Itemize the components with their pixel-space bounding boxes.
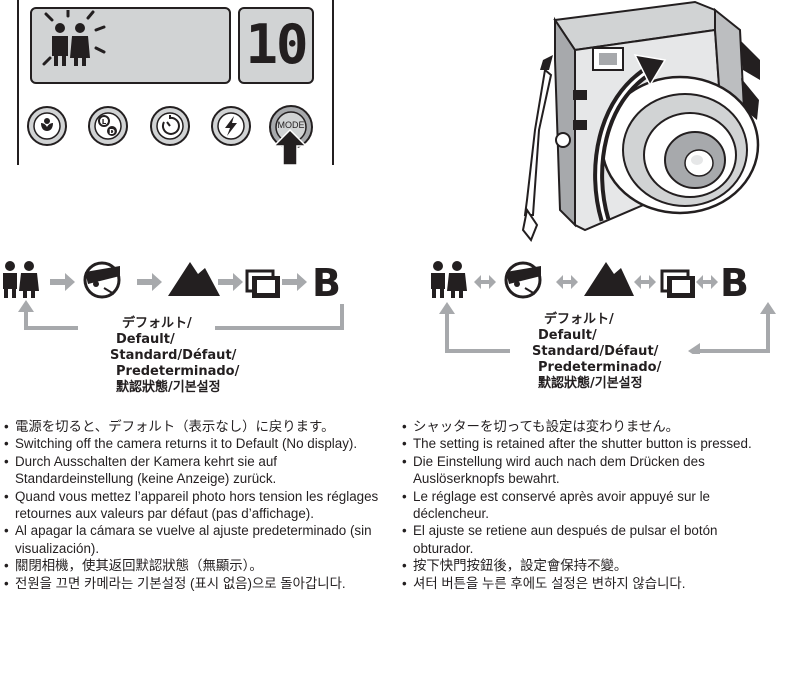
caption-line: 默認狀態/기본설정: [116, 380, 221, 395]
note-item-ja: 電源を切ると、デフォルト（表示なし）に戻ります。: [4, 418, 386, 436]
mode-sequence-right: B: [428, 258, 786, 354]
caption-line: デフォルト/: [544, 312, 614, 327]
note-item-en: The setting is retained after the shutte…: [402, 435, 778, 453]
landscape-button[interactable]: D L: [87, 105, 129, 147]
camera-illustration: [515, 0, 777, 250]
landscape-mode-icon: [168, 262, 220, 296]
bulb-mode-icon: B: [312, 261, 341, 305]
caption-line: 默認狀態/기본설정: [538, 376, 643, 391]
note-item-ko: 셔터 버튼을 누른 후에도 설정은 변하지 않습니다.: [402, 575, 778, 593]
note-item-fr: Quand vous mettez l’appareil photo hors …: [4, 488, 386, 523]
note-item-fr: Le réglage est conservé après avoir appu…: [402, 488, 778, 523]
self-timer-icon: [161, 115, 180, 135]
note-item-de: Die Einstellung wird auch nach dem Drück…: [402, 453, 778, 488]
right-notes-list: シャッターを切っても設定は変わりません。 The setting is reta…: [402, 418, 778, 592]
note-item-ko: 전원을 끄면 카메라는 기본설정 (표시 없음)으로 돌아갑니다.: [4, 575, 386, 593]
note-item-es: El ajuste se retiene aun después de puls…: [402, 522, 778, 557]
shot-counter-value: 10: [245, 13, 308, 76]
double-exposure-icon: [660, 269, 695, 298]
caption-line: Default/: [538, 328, 597, 343]
caption-line: Default/: [116, 332, 175, 347]
caption-line: Predeterminado/: [538, 360, 662, 375]
caption-line: デフォルト/: [122, 316, 192, 331]
flash-icon: [225, 116, 237, 136]
svg-text:L: L: [102, 118, 107, 126]
note-item-es: Al apagar la cámara se vuelve al ajuste …: [4, 522, 386, 557]
party-mode-icon: [431, 261, 467, 298]
mode-button-label: MODE: [277, 120, 305, 130]
note-item-en: Switching off the camera returns it to D…: [4, 435, 386, 453]
double-exposure-icon: [245, 269, 280, 298]
caption-line: Predeterminado/: [116, 364, 240, 379]
bulb-mode-icon: B: [720, 261, 749, 305]
shot-counter-display: 10: [238, 7, 314, 84]
note-item-zh: 關閉相機，使其返回默認狀態（無顯示）。: [4, 557, 386, 575]
left-notes-list: 電源を切ると、デフォルト（表示なし）に戻ります。 Switching off t…: [4, 418, 386, 592]
macro-button[interactable]: [26, 105, 68, 147]
note-item-zh: 按下快門按鈕後，設定會保持不變。: [402, 557, 778, 575]
caption-line: Standard/Défaut/: [110, 348, 237, 363]
landscape-mode-icon: [584, 262, 634, 296]
default-caption-right: デフォルト/ Default/ Standard/Défaut/ Predete…: [500, 312, 720, 392]
landscape-icon: D L: [98, 115, 117, 136]
macro-icon: [41, 118, 53, 131]
flash-button[interactable]: [210, 105, 252, 147]
default-caption-left: デフォルト/ Default/ Standard/Défaut/ Predete…: [78, 316, 278, 396]
note-item-de: Durch Ausschalten der Kamera kehrt sie a…: [4, 453, 386, 488]
note-item-ja: シャッターを切っても設定は変わりません。: [402, 418, 778, 436]
svg-text:D: D: [109, 128, 115, 136]
self-timer-button[interactable]: [149, 105, 191, 147]
no-flash-mode-icon: [504, 261, 542, 299]
press-arrow-icon: [272, 128, 308, 165]
no-flash-mode-icon: [83, 261, 121, 299]
mode-sequence-left: B: [0, 258, 360, 338]
caption-line: Standard/Défaut/: [532, 344, 659, 359]
party-mode-icon: [3, 261, 39, 298]
blinking-party-mode-icon: [38, 10, 118, 70]
